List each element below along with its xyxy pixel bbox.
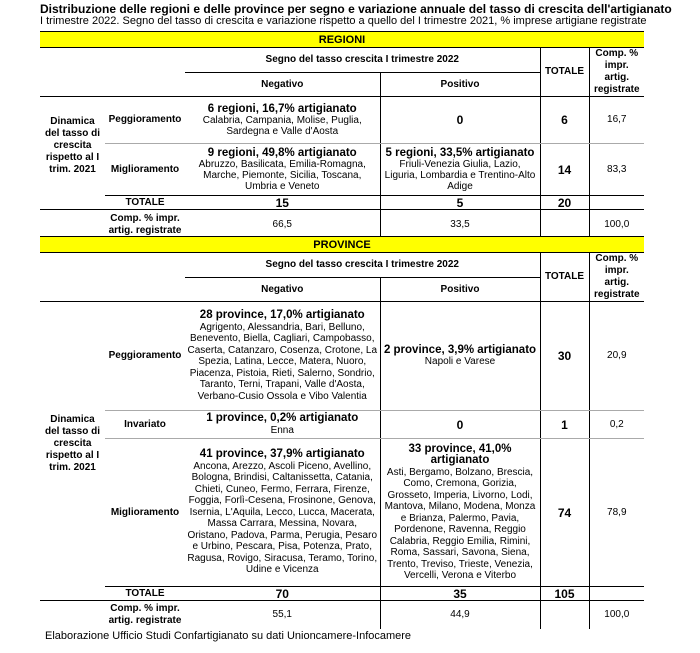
regioni-pegg-pos: 0 (379, 96, 540, 144)
regioni-migl-neg-cell: 9 regioni, 49,8% artigianato Abruzzo, Ba… (185, 143, 380, 196)
province-totale-label: TOTALE (105, 586, 185, 601)
province-table: PROVINCE Segno del tasso crescita I trim… (40, 236, 645, 629)
regioni-miglioramento-label: Miglioramento (105, 143, 185, 196)
province-pegg-comp: 20,9 (588, 301, 645, 411)
regioni-migl-tot: 14 (539, 143, 589, 196)
province-peggioramento-label: Peggioramento (105, 301, 185, 411)
province-migl-comp: 78,9 (588, 438, 645, 587)
province-comp-row-label: Comp. % impr. artig. registrate (108, 602, 182, 626)
province-migl-pos-head: 33 province, 41,0% artigianato (408, 442, 512, 466)
province-inv-neg-head: 1 province, 0,2% artigianato (206, 412, 359, 424)
regioni-comp-header: Comp. % impr. artig. registrate (588, 47, 645, 97)
province-positivo-header: Positivo (379, 277, 540, 302)
province-band: PROVINCE (40, 236, 645, 253)
province-dinamica-label: Dinamica del tasso di crescita rispetto … (44, 414, 100, 474)
province-comp-neg: 55,1 (272, 608, 292, 620)
regioni-dinamica-label: Dinamica del tasso di crescita rispetto … (44, 116, 100, 176)
province-comp-pos: 44,9 (379, 600, 540, 629)
province-miglioramento-label: Miglioramento (105, 438, 185, 587)
province-pegg-neg-list: Agrigento, Alessandria, Bari, Belluno, B… (187, 321, 378, 402)
province-segno-header: Segno del tasso crescita I trimestre 202… (185, 252, 540, 279)
regioni-band-label: REGIONI (40, 31, 645, 48)
province-tot-neg: 70 (185, 586, 380, 601)
province-inv-comp: 0,2 (588, 410, 645, 439)
regioni-pegg-neg-cell: 6 regioni, 16,7% artigianato Calabria, C… (185, 96, 380, 144)
regioni-migl-pos-list: Friuli-Venezia Giulia, Lazio, Liguria, L… (384, 158, 536, 192)
regioni-migl-neg-list: Abruzzo, Basilicata, Emilia-Romagna, Mar… (198, 158, 366, 192)
regioni-totale-header: TOTALE (539, 47, 589, 97)
regioni-pegg-neg-list: Calabria, Campania, Molise, Puglia, Sard… (202, 114, 362, 137)
province-pegg-neg-cell: 28 province, 17,0% artigianato Agrigento… (185, 301, 380, 411)
regioni-pegg-tot: 6 (539, 96, 589, 144)
regioni-band: REGIONI (40, 31, 645, 48)
regioni-pegg-comp: 16,7 (588, 96, 645, 144)
province-negativo-header: Negativo (185, 277, 380, 302)
regioni-migl-comp: 83,3 (588, 143, 645, 196)
regioni-pegg-neg-head: 6 regioni, 16,7% artigianato (207, 102, 357, 115)
province-pegg-neg-head: 28 province, 17,0% artigianato (199, 309, 365, 321)
regioni-migl-pos-cell: 5 regioni, 33,5% artigianato Friuli-Vene… (379, 143, 540, 196)
province-migl-neg-cell: 41 province, 37,9% artigianato Ancona, A… (185, 438, 380, 587)
province-band-label: PROVINCE (40, 236, 645, 253)
regioni-peggioramento-label: Peggioramento (105, 96, 185, 144)
regioni-negativo-header: Negativo (185, 72, 380, 97)
regioni-comp-tot: 100,0 (588, 209, 645, 240)
regioni-migl-neg-head: 9 regioni, 49,8% artigianato (207, 146, 357, 159)
regioni-positivo-header: Positivo (379, 72, 540, 97)
province-invariato-label: Invariato (105, 410, 185, 439)
page-subtitle: I trimestre 2022. Segno del tasso di cre… (40, 15, 647, 27)
province-inv-neg-cell: 1 province, 0,2% artigianato Enna (185, 410, 380, 439)
province-tot-tot: 105 (539, 586, 589, 601)
regioni-tot-tot: 20 (539, 195, 589, 210)
regioni-segno-header: Segno del tasso crescita I trimestre 202… (185, 47, 540, 74)
province-inv-tot: 1 (539, 410, 589, 439)
regioni-tot-neg: 15 (185, 195, 380, 210)
province-pegg-pos-list: Napoli e Varese (424, 356, 496, 367)
province-migl-tot: 74 (539, 438, 589, 587)
regioni-table: REGIONI Segno del tasso crescita I trime… (40, 31, 645, 240)
province-migl-pos-list: Asti, Bergamo, Bolzano, Brescia, Como, C… (384, 466, 536, 582)
province-migl-neg-list: Ancona, Arezzo, Ascoli Piceno, Avellino,… (187, 460, 378, 576)
province-totale-header: TOTALE (539, 252, 589, 302)
province-pegg-tot: 30 (539, 301, 589, 411)
regioni-migl-pos-head: 5 regioni, 33,5% artigianato (385, 146, 535, 159)
regioni-totale-label: TOTALE (105, 195, 185, 210)
province-migl-pos-cell: 33 province, 41,0% artigianato Asti, Ber… (379, 438, 540, 587)
regioni-comp-row-label: Comp. % impr. artig. registrate (108, 212, 182, 236)
province-pegg-pos-head: 2 province, 3,9% artigianato (383, 343, 537, 356)
province-migl-neg-head: 41 province, 37,9% artigianato (199, 448, 365, 461)
regioni-tot-pos: 5 (379, 195, 540, 210)
regioni-comp-pos: 33,5 (379, 209, 540, 240)
page-title: Distribuzione delle regioni e delle prov… (40, 2, 672, 16)
province-pegg-pos-cell: 2 province, 3,9% artigianato Napoli e Va… (379, 301, 540, 411)
regioni-comp-neg: 66,5 (272, 218, 292, 230)
source-footer: Elaborazione Ufficio Studi Confartigiana… (45, 630, 412, 642)
province-inv-pos: 0 (379, 410, 540, 439)
province-tot-pos: 35 (379, 586, 540, 601)
province-comp-header: Comp. % impr. artig. registrate (588, 252, 645, 302)
province-comp-tot: 100,0 (588, 600, 645, 629)
province-inv-neg-list: Enna (270, 424, 294, 436)
